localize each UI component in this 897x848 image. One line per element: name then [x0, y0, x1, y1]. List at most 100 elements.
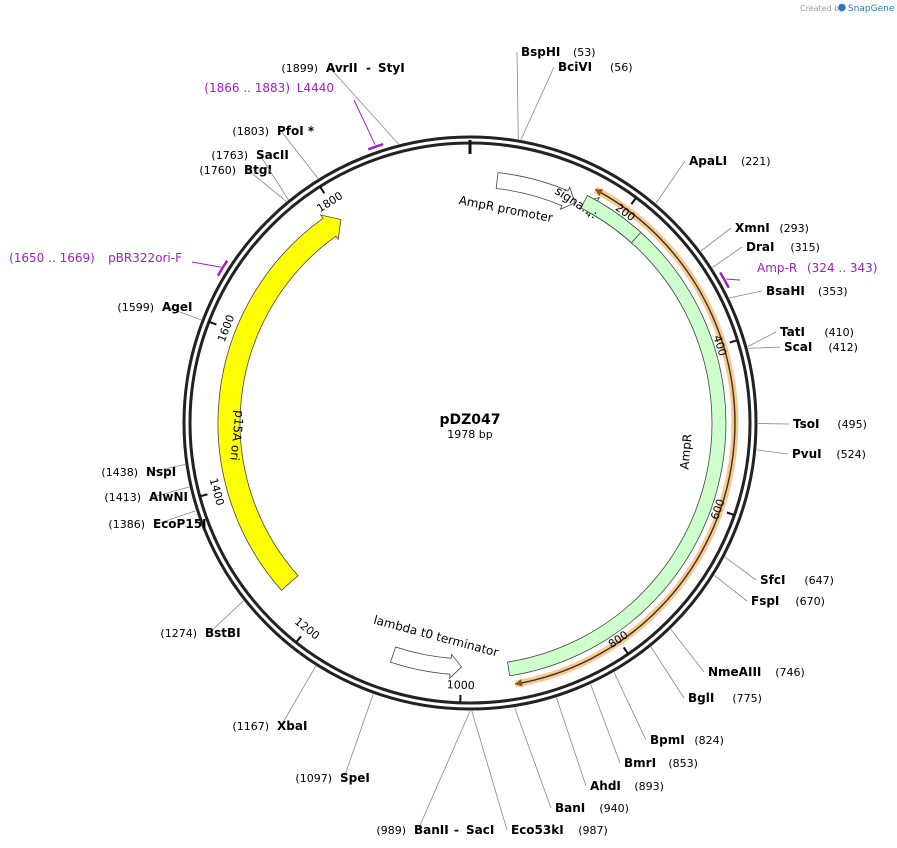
- enzyme-pfoi-position: (1803): [232, 125, 269, 138]
- primer-amp-r-label: Amp-R: [757, 261, 797, 275]
- enzyme-pfoi-name[interactable]: PfoI *: [277, 124, 315, 138]
- backbone-outer-ring: [182, 135, 758, 711]
- enzyme-nspi-name[interactable]: NspI: [146, 465, 176, 479]
- enzyme-bani-position: (940): [599, 802, 629, 815]
- enzyme-btgi-name[interactable]: BtgI: [244, 163, 272, 177]
- enzyme-xbai-position: (1167): [232, 720, 269, 733]
- p15a-ori-feature-arrow[interactable]: [217, 214, 342, 591]
- enzyme-leader-line: [700, 227, 732, 252]
- enzyme-leader-line: [329, 67, 399, 145]
- enzyme-leader-line: [556, 697, 587, 787]
- enzyme-leader-line: [152, 486, 190, 498]
- primer-pbr322ori-f-mark[interactable]: [216, 260, 229, 277]
- enzyme-alwni-name[interactable]: AlwNI: [149, 490, 188, 504]
- lambda-t0-terminator-arrow[interactable]: [389, 646, 463, 680]
- enzyme-bpmi-name[interactable]: BpmI: [650, 733, 685, 747]
- enzyme-drai-position: (315): [790, 241, 820, 254]
- enzyme-bmri-name[interactable]: BmrI: [624, 756, 656, 770]
- enzyme-leader-line: [417, 710, 471, 831]
- enzyme-apali-name[interactable]: ApaLI: [689, 154, 727, 168]
- primer-l4440-label: L4440: [297, 81, 334, 95]
- enzyme-eco53ki-name[interactable]: Eco53kI: [511, 823, 564, 837]
- primer-amp-r-leader: [726, 278, 741, 281]
- ruler-tick-label: 1800: [315, 189, 346, 215]
- enzyme-leader-line: [343, 694, 374, 779]
- enzyme-agei-position: (1599): [117, 301, 154, 314]
- enzyme-scai-position: (412): [828, 341, 858, 354]
- enzyme-fspi-name[interactable]: FspI: [751, 594, 779, 608]
- p15a-ori-label: p15A ori: [227, 410, 246, 462]
- enzyme-ahdi-position: (893): [634, 780, 664, 793]
- enzyme-nspi-position: (1438): [101, 466, 138, 479]
- enzyme-bsphi-name[interactable]: BspHI: [521, 45, 560, 59]
- ruler-tick-label: 1400: [207, 477, 227, 507]
- enzyme-ahdi-name[interactable]: AhdI: [590, 779, 621, 793]
- enzyme-spei-position: (1097): [295, 772, 332, 785]
- enzyme-leader-line: [655, 160, 686, 204]
- ampr-feature-arrow[interactable]: [507, 196, 727, 677]
- primer-sites: L4440(1866 .. 1883)Amp-R(324 .. 343)pBR3…: [9, 81, 877, 289]
- enzyme-bstbi-name[interactable]: BstBI: [205, 626, 241, 640]
- enzyme-spei-name[interactable]: SpeI: [340, 771, 370, 785]
- snapgene-logo-icon: [838, 3, 846, 12]
- ruler-tick: [622, 646, 630, 655]
- enzyme-drai-name[interactable]: DraI: [746, 240, 774, 254]
- enzyme-alwni-position: (1413): [104, 491, 141, 504]
- enzyme-leader-line: [514, 707, 552, 809]
- orf-line: [515, 188, 736, 685]
- enzyme-leader-line: [757, 423, 790, 425]
- enzyme-separator: -: [454, 823, 459, 837]
- enzyme-leader-line: [613, 672, 647, 741]
- enzyme-bcivi-name[interactable]: BciVI: [558, 60, 592, 74]
- plasmid-length: 1978 bp: [447, 428, 492, 441]
- enzyme-leader-line: [259, 154, 289, 200]
- enzyme-bsahi-position: (353): [818, 285, 848, 298]
- primer-pbr322ori-f-label: pBR322ori-F: [108, 251, 182, 265]
- enzyme-nmeaiii-name[interactable]: NmeAIII: [708, 665, 761, 679]
- enzyme-bsahi-name[interactable]: BsaHI: [766, 284, 805, 298]
- enzyme-saci-name[interactable]: SacI: [466, 823, 494, 837]
- enzyme-leader-line: [247, 169, 287, 202]
- enzyme-ecop15i-name[interactable]: EcoP15I: [153, 517, 207, 531]
- enzyme-sacii-name[interactable]: SacII: [256, 148, 289, 162]
- enzyme-xmni-name[interactable]: XmnI: [735, 221, 770, 235]
- ruler-tick-label: 1000: [447, 678, 475, 692]
- enzyme-leader-line: [149, 464, 186, 473]
- enzyme-bgli-name[interactable]: BglI: [688, 691, 714, 705]
- enzyme-sfci-name[interactable]: SfcI: [760, 573, 785, 587]
- enzyme-banii-position: (989): [376, 824, 406, 837]
- enzyme-xbai-name[interactable]: XbaI: [277, 719, 307, 733]
- enzyme-avrii-name[interactable]: AvrII: [326, 61, 358, 75]
- ruler-tick: [726, 511, 735, 517]
- enzyme-pvui-position: (524): [836, 448, 866, 461]
- enzyme-agei-name[interactable]: AgeI: [162, 300, 192, 314]
- primer-l4440-mark[interactable]: [367, 143, 384, 151]
- primer-amp-r-range: (324 .. 343): [807, 261, 877, 275]
- enzyme-fspi-position: (670): [795, 595, 825, 608]
- enzyme-sacii-position: (1763): [211, 149, 248, 162]
- signal-sequence-feature[interactable]: [580, 194, 642, 244]
- restriction-sites: BspHI(53)BciVI(56)ApaLI(221)XmnI(293)Dra…: [101, 45, 867, 837]
- enzyme-leader-line: [670, 629, 705, 673]
- ruler-tick: [319, 186, 326, 194]
- ampr-promoter-arrow[interactable]: [495, 172, 576, 211]
- enzyme-pvui-name[interactable]: PvuI: [792, 447, 822, 461]
- enzyme-leader-line: [516, 51, 519, 140]
- enzyme-tsoi-name[interactable]: TsoI: [793, 417, 819, 431]
- enzyme-scai-name[interactable]: ScaI: [784, 340, 812, 354]
- enzyme-styi-name[interactable]: StyI: [378, 61, 405, 75]
- enzyme-bani-name[interactable]: BanI: [555, 801, 585, 815]
- lambda-terminator-label: lambda t0 terminator: [372, 613, 500, 660]
- primer-amp-r-mark[interactable]: [719, 271, 730, 289]
- enzyme-leader-line: [590, 684, 621, 764]
- enzyme-bstbi-position: (1274): [160, 627, 197, 640]
- enzyme-tati-name[interactable]: TatI: [780, 325, 805, 339]
- enzyme-leader-line: [724, 556, 757, 581]
- enzyme-tsoi-position: (495): [837, 418, 867, 431]
- enzyme-banii-name[interactable]: BanII: [414, 823, 449, 837]
- enzyme-leader-line: [165, 306, 202, 321]
- ruler-tick: [208, 320, 217, 326]
- enzyme-tati-position: (410): [824, 326, 854, 339]
- enzyme-leader-line: [729, 290, 763, 299]
